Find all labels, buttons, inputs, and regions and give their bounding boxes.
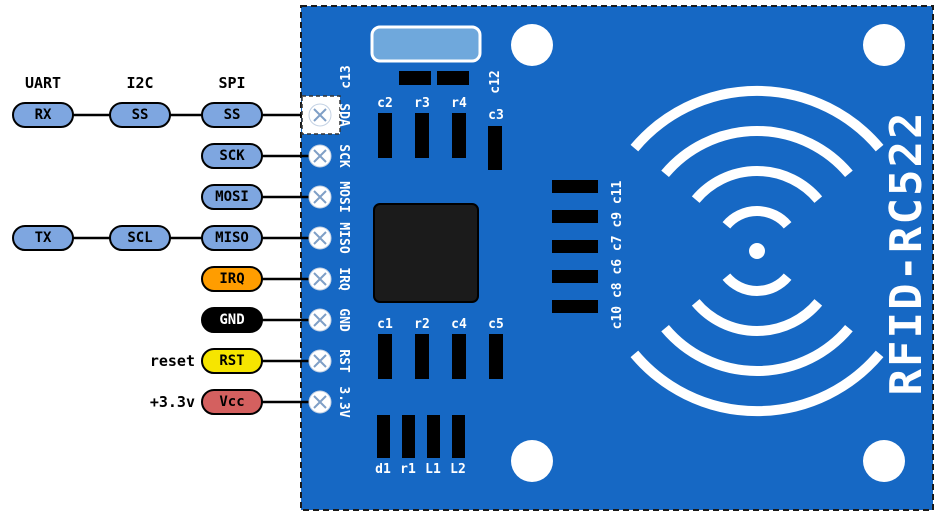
- reset-note: reset: [149, 352, 195, 370]
- silk-label-mosi: MOSI: [336, 181, 351, 212]
- pill-uart-rx: RX: [12, 102, 74, 128]
- antenna-center-dot: [749, 243, 765, 259]
- component-d1: [377, 415, 390, 458]
- component-c2: [378, 113, 392, 158]
- pill-rst: RST: [201, 348, 263, 374]
- component-label-c12: c12: [488, 70, 503, 93]
- component-label-c3: c3: [488, 108, 504, 123]
- pill-i2c-ss: SS: [109, 102, 171, 128]
- component-L1: [427, 415, 440, 458]
- antenna-arc: [691, 166, 823, 203]
- pin-header: [308, 103, 332, 414]
- pad-cross-icon: [313, 108, 327, 122]
- antenna-arc: [722, 206, 792, 229]
- pad-cross-icon: [313, 231, 327, 245]
- silkscreen-pin-labels: SDA SCK MOSI MISO IRQ GND RST 3.3V: [336, 103, 351, 418]
- component-L2: [452, 415, 465, 458]
- antenna-arc: [630, 85, 884, 152]
- antenna-arc: [661, 324, 853, 376]
- component-r1: [402, 415, 415, 458]
- antenna-symbol: [630, 85, 884, 417]
- component-r4: [452, 113, 466, 158]
- component-label-r1: r1: [400, 462, 416, 477]
- component-c4: [452, 334, 466, 379]
- silk-label-gnd: GND: [336, 308, 351, 332]
- component-c1: [378, 334, 392, 379]
- pill-uart-tx: TX: [12, 225, 74, 251]
- component-label-r4: r4: [451, 96, 467, 111]
- component-r3: [415, 113, 429, 158]
- pill-gnd: GND: [201, 307, 263, 333]
- component-label-c5: c5: [488, 317, 504, 332]
- component-label-L2: L2: [450, 462, 466, 477]
- component-c3: [488, 126, 502, 170]
- board-name: RFID-RC522: [881, 111, 932, 396]
- pill-irq: IRQ: [201, 266, 263, 292]
- pad-cross-icon: [313, 395, 327, 409]
- component-capacitor: [552, 240, 598, 253]
- component-label-r3: r3: [414, 96, 430, 111]
- component-label-c1: c1: [377, 317, 393, 332]
- component-label-d1: d1: [375, 462, 391, 477]
- component-label-c13: c13: [339, 65, 354, 88]
- component-c5: [489, 334, 503, 379]
- pad-cross-icon: [313, 354, 327, 368]
- component-label-L1: L1: [425, 462, 441, 477]
- pad-cross-icon: [313, 190, 327, 204]
- silk-label-33v: 3.3V: [336, 386, 351, 417]
- component-capacitor: [552, 180, 598, 193]
- pill-spi-ss: SS: [201, 102, 263, 128]
- pad-cross-icon: [313, 149, 327, 163]
- pad-cross-icon: [313, 313, 327, 327]
- antenna-arc: [630, 350, 884, 417]
- antenna-arc: [722, 273, 792, 296]
- silk-label-sck: SCK: [336, 144, 351, 168]
- mfrc522-chip: [373, 203, 479, 303]
- silk-label-irq: IRQ: [336, 267, 351, 291]
- component-smd: [399, 71, 431, 85]
- component-capacitor: [552, 210, 598, 223]
- component-r2: [415, 334, 429, 379]
- pad-cross-icon: [313, 272, 327, 286]
- component-capacitor: [552, 270, 598, 283]
- silk-label-sda: SDA: [336, 103, 351, 127]
- component-smd: [437, 71, 469, 85]
- component-label-c2: c2: [377, 96, 393, 111]
- crystal-oscillator: [370, 25, 482, 63]
- mounting-hole-bottom-left: [511, 440, 553, 482]
- antenna-arc: [691, 299, 823, 336]
- silk-label-miso: MISO: [336, 222, 351, 253]
- bus-header-i2c: I2C: [126, 74, 154, 92]
- component-label-r2: r2: [414, 317, 430, 332]
- pill-vcc: Vcc: [201, 389, 263, 415]
- component-label-capacitor-bank: c10 c8 c6 c7 c9 c11: [610, 180, 625, 329]
- pill-mosi: MOSI: [201, 184, 263, 210]
- pill-miso: MISO: [201, 225, 263, 251]
- bus-header-uart: UART: [24, 74, 62, 92]
- component-label-c4: c4: [451, 317, 467, 332]
- pill-i2c-scl: SCL: [109, 225, 171, 251]
- silk-label-rst: RST: [336, 349, 351, 373]
- bus-header-spi: SPI: [218, 74, 246, 92]
- pill-sck: SCK: [201, 143, 263, 169]
- component-capacitor: [552, 300, 598, 313]
- mounting-hole-top-right: [863, 24, 905, 66]
- power-note: +3.3v: [149, 393, 195, 411]
- mounting-hole-bottom-right: [863, 440, 905, 482]
- mounting-hole-top-left: [511, 24, 553, 66]
- antenna-arc: [661, 126, 853, 178]
